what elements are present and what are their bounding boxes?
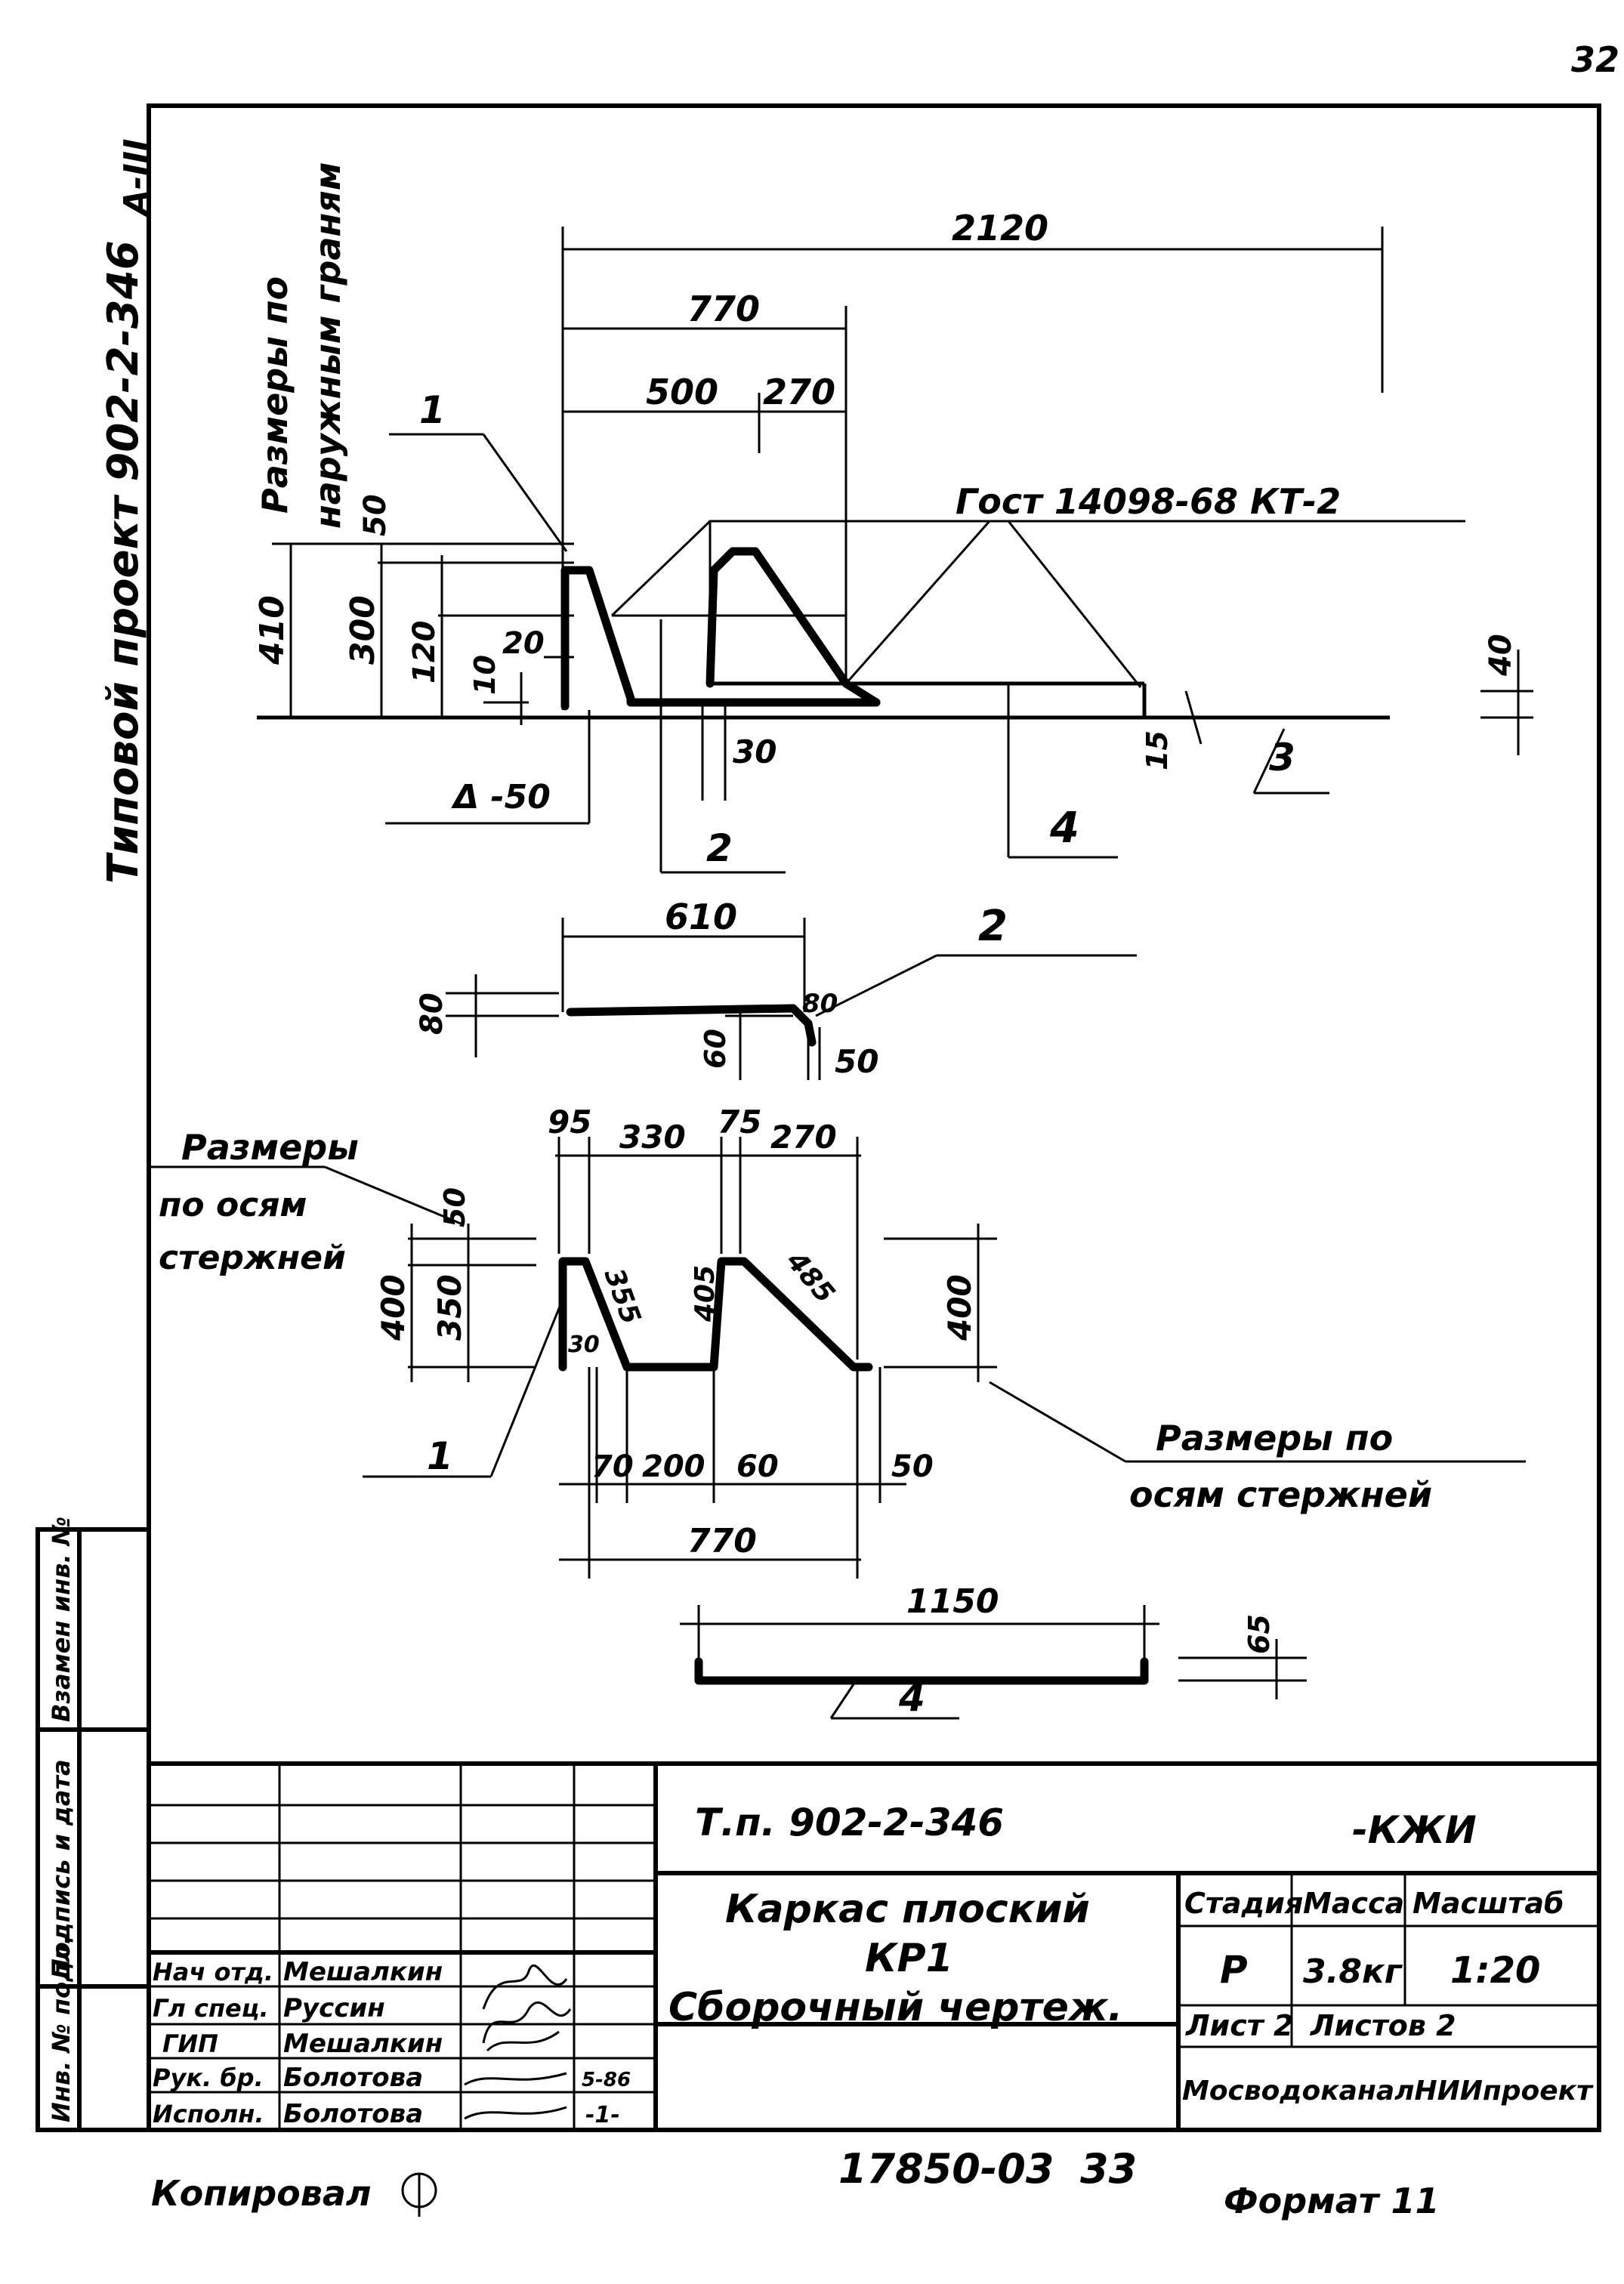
position-1-label: 1 xyxy=(419,388,446,432)
doc-suffix: -КЖИ xyxy=(1352,1808,1477,1852)
dim-40: 40 xyxy=(1484,634,1518,677)
dim-80-bend: 80 xyxy=(802,989,838,1019)
gost-label: Гост 14098-68 КТ-2 xyxy=(956,481,1341,522)
dim-200: 200 xyxy=(642,1449,705,1484)
dim-95: 95 xyxy=(548,1103,591,1140)
strip-replaced-inv: Взамен инв. № xyxy=(47,1517,76,1722)
strip-inv-original: Инв. № подл. xyxy=(47,1935,76,2122)
side-stamp: А-III xyxy=(117,139,156,218)
header-stage: Стадия xyxy=(1184,1887,1303,1920)
staff-role-4: Рук. бр. xyxy=(153,2063,264,2092)
dim-400-right: 400 xyxy=(941,1274,978,1341)
dim-60: 60 xyxy=(699,1029,732,1069)
strip-signature-date: Подпись и дата xyxy=(47,1759,76,1979)
note-axes-left-line2: по осям xyxy=(159,1186,307,1224)
copier-mark-icon xyxy=(401,2172,437,2217)
dim-65: 65 xyxy=(1243,1614,1276,1654)
signature-scribbles xyxy=(464,1964,572,2120)
dim-60-bar1: 60 xyxy=(736,1449,779,1484)
drawing-frame xyxy=(147,103,1601,2132)
value-scale: 1:20 xyxy=(1450,1949,1540,1992)
dim-delta: Δ -50 xyxy=(451,778,551,816)
staff-role-1: Нач отд. xyxy=(153,1958,273,1986)
footer-copied: Копировал xyxy=(151,2173,372,2214)
footer-format: Формат 11 xyxy=(1224,2181,1439,2221)
dim-330: 330 xyxy=(619,1119,686,1156)
side-approval-strip xyxy=(36,1527,151,2132)
value-sheets: Листов 2 xyxy=(1310,2009,1456,2042)
staff-name-5: Болотова xyxy=(283,2099,423,2129)
drawing-title-line1: Каркас плоский xyxy=(725,1887,1090,1932)
value-sheet: Лист 2 xyxy=(1185,2009,1293,2042)
position-3-label: 3 xyxy=(1269,736,1295,779)
dim-300: 300 xyxy=(344,595,382,665)
note-axes-left-line1: Размеры xyxy=(181,1127,359,1168)
page-number: 32 xyxy=(1571,39,1619,80)
staff-name-1: Мешалкин xyxy=(283,1957,443,1987)
header-mass: Масса xyxy=(1303,1887,1404,1920)
staff-name-4: Болотова xyxy=(283,2063,423,2093)
organization-name: МосводоканалНИИпроект xyxy=(1182,2076,1594,2107)
staff-date-5: -1- xyxy=(585,2102,620,2128)
side-project-label: Типовой проект 902-2-346 xyxy=(99,240,148,884)
dim-410: 410 xyxy=(253,595,292,665)
position-4-label: 4 xyxy=(1049,804,1079,853)
note-outer-line1: Размеры по xyxy=(255,276,295,514)
position-2-label: 2 xyxy=(706,826,733,870)
view-2-bar-2 xyxy=(446,918,1137,1080)
note-axes-right-line2: осям стержней xyxy=(1129,1474,1432,1515)
footer-page: 33 xyxy=(1080,2145,1137,2193)
dim-405: 405 xyxy=(690,1265,721,1323)
dim-400-left: 400 xyxy=(375,1274,412,1341)
note-axes-right-line1: Размеры по xyxy=(1156,1418,1393,1458)
dim-50-bar1-right: 50 xyxy=(891,1449,934,1484)
dim-350: 350 xyxy=(431,1274,468,1341)
dim-270-bar1: 270 xyxy=(770,1119,837,1156)
staff-role-3: ГИП xyxy=(162,2029,218,2058)
position-4-detail-label: 4 xyxy=(898,1676,925,1720)
dim-10: 10 xyxy=(468,655,502,695)
dim-770-bar1: 770 xyxy=(687,1522,757,1560)
dim-610: 610 xyxy=(665,897,737,937)
dim-120: 120 xyxy=(407,621,442,684)
dim-30: 30 xyxy=(733,733,776,770)
staff-role-2: Гл спец. xyxy=(153,1994,269,2023)
dim-50-bar1-top: 50 xyxy=(438,1187,471,1227)
dim-500: 500 xyxy=(646,372,718,412)
dim-70: 70 xyxy=(591,1449,634,1484)
drawing-title-line2: КР1 xyxy=(865,1936,953,1981)
position-2-detail-label: 2 xyxy=(978,902,1008,951)
dim-2120: 2120 xyxy=(952,208,1048,248)
dim-80-left: 80 xyxy=(415,992,449,1035)
position-1-detail-label: 1 xyxy=(427,1434,453,1478)
dim-770: 770 xyxy=(687,289,760,329)
title-block xyxy=(149,1761,1599,2130)
header-scale: Масштаб xyxy=(1413,1887,1564,1920)
dim-270: 270 xyxy=(763,372,835,412)
doc-number: Т.п. 902-2-346 xyxy=(695,1801,1004,1844)
staff-role-5: Исполн. xyxy=(153,2100,264,2128)
dim-75: 75 xyxy=(718,1103,761,1140)
dim-50-bar2: 50 xyxy=(835,1043,878,1080)
dim-50: 50 xyxy=(358,494,393,536)
staff-date-4: 5-86 xyxy=(582,2069,631,2091)
view-3-bar-1 xyxy=(147,1137,1526,1579)
note-outer-line2: наружным граням xyxy=(307,162,348,529)
dim-1150: 1150 xyxy=(906,1582,999,1621)
staff-name-3: Мешалкин xyxy=(283,2029,443,2059)
dim-15: 15 xyxy=(1141,730,1174,770)
view-4-bar-4 xyxy=(680,1605,1307,1720)
drawing-title-line3: Сборочный чертеж. xyxy=(668,1985,1122,2030)
view-1-frame-elevation xyxy=(257,227,1533,874)
note-axes-left-line3: стержней xyxy=(159,1239,346,1277)
footer-number: 17850-03 xyxy=(838,2145,1054,2193)
value-mass: 3.8кг xyxy=(1303,1952,1403,1991)
value-stage: Р xyxy=(1220,1948,1248,1992)
dim-30-inner: 30 xyxy=(568,1332,600,1358)
dim-20: 20 xyxy=(502,626,545,661)
staff-name-2: Руссин xyxy=(283,1993,385,2023)
